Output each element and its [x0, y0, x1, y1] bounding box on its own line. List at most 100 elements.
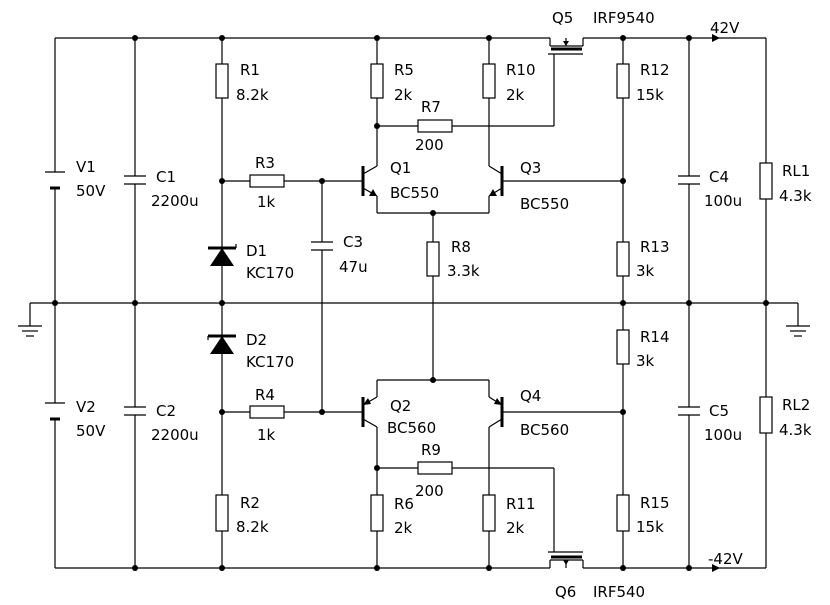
rl1-value: 4.3k	[779, 187, 812, 205]
junction-dots	[52, 35, 769, 571]
r11-ref: R11	[506, 495, 536, 513]
q2-value: BC560	[387, 419, 436, 437]
capacitor-c3-icon	[311, 241, 333, 251]
r4-value: 1k	[257, 426, 276, 444]
r1-ref: R1	[240, 61, 260, 79]
r2-ref: R2	[240, 494, 260, 512]
resistor-r3-icon	[249, 174, 285, 188]
rl2-value: 4.3k	[779, 421, 812, 439]
c3-value: 47u	[339, 258, 368, 276]
r7-value: 200	[415, 136, 444, 154]
r1-value: 8.2k	[236, 86, 269, 104]
q3-value: BC550	[520, 195, 569, 213]
r6-value: 2k	[394, 519, 413, 537]
r8-value: 3.3k	[447, 262, 480, 280]
r14-value: 3k	[636, 352, 655, 370]
rl1-ref: RL1	[782, 162, 810, 180]
r10-value: 2k	[506, 86, 525, 104]
resistor-r9-icon	[417, 461, 453, 475]
d2-value: KC170	[246, 353, 294, 371]
r8-ref: R8	[451, 238, 471, 256]
transistor-q2-icon	[361, 396, 378, 428]
r9-value: 200	[415, 482, 444, 500]
resistor-r11-icon	[482, 494, 496, 532]
rl2-ref: RL2	[782, 396, 810, 414]
q5-ref: Q5	[552, 9, 573, 27]
transistor-q4-icon	[488, 396, 504, 428]
r5-ref: R5	[394, 61, 414, 79]
d1-value: KC170	[246, 264, 294, 282]
resistor-r6-icon	[370, 494, 384, 532]
rail-arrow-top-icon	[712, 34, 720, 42]
r2-value: 8.2k	[236, 518, 269, 536]
wires	[30, 37, 798, 569]
resistor-r2-icon	[215, 494, 229, 532]
c2-ref: C2	[156, 402, 176, 420]
r11-value: 2k	[506, 519, 525, 537]
resistor-r5-icon	[370, 63, 384, 99]
v2-ref: V2	[76, 398, 96, 416]
resistor-r8-icon	[426, 241, 440, 277]
c3-ref: C3	[343, 233, 363, 251]
capacitor-c5-icon	[678, 406, 700, 416]
c2-value: 2200u	[151, 426, 199, 444]
r7-ref: R7	[421, 98, 441, 116]
transistor-q1-icon	[361, 165, 378, 197]
r6-ref: R6	[394, 495, 414, 513]
resistor-rl2-icon	[759, 396, 773, 434]
q6-ref: Q6	[555, 583, 576, 601]
r15-ref: R15	[640, 494, 670, 512]
resistor-rl1-icon	[759, 162, 773, 200]
r10-ref: R10	[506, 61, 536, 79]
v1-ref: V1	[76, 158, 96, 176]
ground-right-icon	[786, 303, 810, 337]
capacitor-c1-icon	[124, 175, 146, 185]
r5-value: 2k	[394, 86, 413, 104]
resistor-r7-icon	[417, 119, 453, 133]
q1-value: BC550	[390, 184, 439, 202]
resistor-r13-icon	[616, 241, 630, 277]
c4-ref: C4	[709, 168, 729, 186]
resistor-r1-icon	[215, 63, 229, 99]
r9-ref: R9	[421, 441, 441, 459]
resistor-r10-icon	[482, 63, 496, 99]
r4-ref: R4	[255, 386, 275, 404]
d1-ref: D1	[246, 242, 267, 260]
resistor-r4-icon	[249, 405, 285, 419]
capacitor-c4-icon	[678, 175, 700, 185]
resistor-r12-icon	[616, 63, 630, 99]
r13-ref: R13	[640, 238, 670, 256]
resistor-r14-icon	[616, 329, 630, 365]
r14-ref: R14	[640, 328, 670, 346]
c5-ref: C5	[709, 402, 729, 420]
rail-arrow-bottom-icon	[712, 564, 720, 572]
ground-left-icon	[18, 303, 42, 337]
c1-value: 2200u	[151, 192, 199, 210]
zener-d2-icon	[207, 334, 236, 354]
v1-value: 50V	[76, 182, 106, 200]
battery-v2-icon	[45, 402, 65, 421]
c5-value: 100u	[704, 426, 742, 444]
r12-value: 15k	[636, 86, 664, 104]
d2-ref: D2	[246, 331, 267, 349]
resistor-r15-icon	[616, 494, 630, 532]
r15-value: 15k	[636, 518, 664, 536]
v2-value: 50V	[76, 422, 106, 440]
rail-negative-label: -42V	[708, 550, 743, 568]
zener-d1-icon	[208, 244, 237, 266]
transistor-q3-icon	[488, 165, 504, 197]
r12-ref: R12	[640, 61, 670, 79]
r3-ref: R3	[255, 154, 275, 172]
q6-value: IRF540	[593, 583, 645, 601]
capacitor-c2-icon	[124, 406, 146, 416]
battery-v1-icon	[45, 171, 65, 190]
q4-ref: Q4	[520, 387, 541, 405]
q4-value: BC560	[520, 421, 569, 439]
mosfet-q6-icon	[548, 551, 584, 568]
r3-value: 1k	[257, 193, 276, 211]
c1-ref: C1	[156, 168, 176, 186]
q5-value: IRF9540	[593, 9, 655, 27]
mosfet-q5-icon	[548, 38, 584, 55]
q2-ref: Q2	[390, 397, 411, 415]
